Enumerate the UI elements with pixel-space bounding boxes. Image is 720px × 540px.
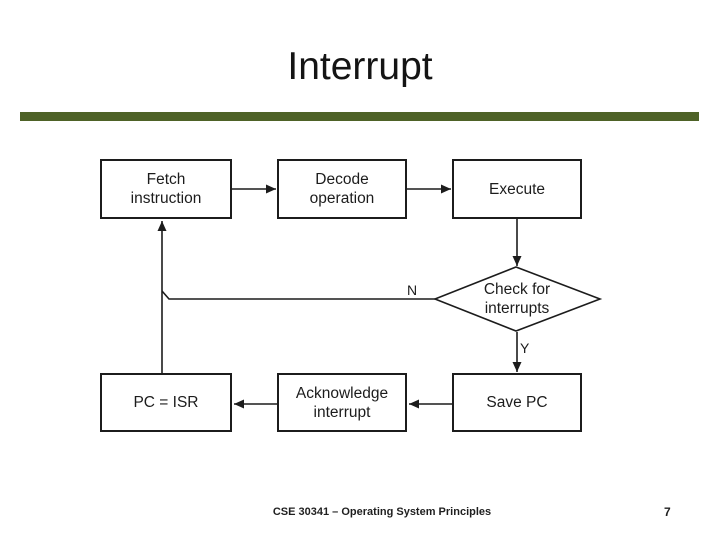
title-divider-bar [20,112,699,121]
branch-label-yes: Y [520,340,530,356]
flowchart-box-save-pc: Save PC [452,373,582,432]
line-no-branch [161,290,435,300]
slide-page-number: 7 [664,505,671,519]
flowchart-box-pc-isr: PC = ISR [100,373,232,432]
page-title: Interrupt [287,45,433,88]
decision-label-check-for-interrupts: Check for interrupts [483,280,551,317]
flowchart-box-fetch-instruction: Fetch instruction [100,159,232,219]
flowchart-box-acknowledge-interrupt: Acknowledge interrupt [277,373,407,432]
branch-label-no: N [407,282,418,298]
flowchart-box-decode-operation: Decode operation [277,159,407,219]
footer-course-title: CSE 30341 – Operating System Principles [272,506,492,518]
flowchart-box-execute: Execute [452,159,582,219]
